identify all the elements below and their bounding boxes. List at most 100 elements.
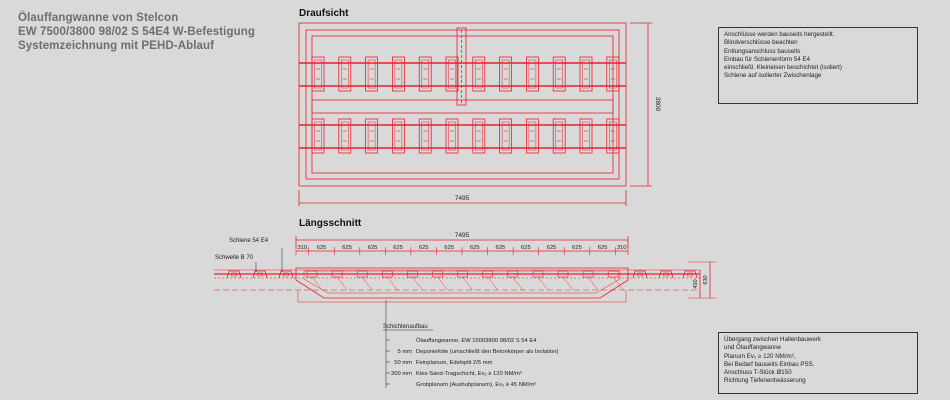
note-box-bottom: Übergang zwischen Hallenbauwerk und Ölau… — [718, 332, 918, 394]
label-rail: Schiene 54 E4 — [229, 238, 269, 244]
plan-basin — [311, 35, 614, 174]
plan-dim-height: 3800 — [654, 97, 661, 112]
layer-rows: Ölauffangwanne, EW 15003800 98/02 S 54 E… — [386, 337, 558, 388]
side-sleeper-fastener — [663, 272, 669, 277]
note-top-line: Anschlüsse werden bauseits hergestellt. — [724, 31, 835, 38]
plan-sleeper — [338, 56, 352, 92]
section-strut — [311, 276, 323, 291]
side-sleeper — [278, 270, 294, 279]
note-top-line: Einbau für Schienenform 54 E4 — [724, 55, 810, 63]
layer-heading: Schichtenaufbau — [383, 324, 428, 330]
segment-dim-label: 625 — [419, 245, 429, 251]
segment-dim-label: 625 — [317, 245, 327, 251]
segment-dim-label: 310 — [617, 245, 627, 251]
side-sleeper-fastener — [231, 272, 237, 277]
section-strut — [412, 276, 423, 291]
note-bottom-line: Richtung Tiefenentwässerung — [724, 377, 806, 385]
note-top-line: Schiene auf isolierter Zwischenlage — [724, 72, 822, 80]
plan-rim — [305, 29, 620, 180]
plan-sleeper — [391, 118, 405, 154]
side-sleeper-fastener — [637, 272, 643, 277]
dim-630: 630 — [703, 275, 709, 284]
layer-thickness: 300 mm — [391, 371, 412, 377]
section-view: 7495 310 625 625 625 625 625 625 625 625 625 625 62… — [214, 232, 716, 388]
note-top-line: Blindverschlüsse beachten — [724, 39, 798, 47]
side-sleeper — [252, 270, 268, 279]
title-line-2: EW 7500/3800 98/02 S 54E4 W-Befestigung — [18, 26, 255, 38]
layer-thickness: 50 mm — [394, 360, 412, 366]
section-strut — [587, 276, 599, 291]
plan-dim-width: 7495 — [455, 195, 470, 202]
plan-sleeper — [552, 56, 566, 92]
plan-sleeper — [311, 56, 325, 92]
side-sleeper-fastener — [283, 272, 289, 277]
section-strut — [387, 276, 398, 291]
note-bottom-line: Bei Bedarf bauseits Einbau PSS. — [724, 360, 815, 368]
segment-dim-label: 625 — [495, 245, 505, 251]
plan-view-heading: Draufsicht — [299, 8, 349, 19]
plan-sleeper — [338, 118, 352, 154]
basin-section-inner — [303, 270, 621, 294]
section-strut — [437, 276, 448, 291]
plan-sleeper — [445, 56, 459, 92]
plan-sleeper — [391, 56, 405, 92]
plan-sleeper — [472, 56, 486, 92]
segment-dim-label: 310 — [298, 245, 308, 251]
note-box-top: Anschlüsse werden bauseits hergestellt. … — [718, 27, 918, 104]
plan-sleeper — [606, 56, 620, 92]
plan-sleeper — [418, 118, 432, 154]
layer-description: Feinplanum, Edelsplit 2/5 mm — [416, 360, 493, 366]
basin-section-outline — [295, 267, 629, 299]
segment-dim-label: 625 — [598, 245, 608, 251]
segment-dim-label: 625 — [393, 245, 403, 251]
layer-description: Kies-Sand-Tragschicht, Ev₂ ≥ 120 NM/m² — [416, 371, 522, 377]
label-sleeper: Schwelle B 70 — [215, 255, 254, 261]
title-line-3: Systemzeichnung mit PEHD-Ablauf — [18, 40, 215, 52]
plan-sleepers-bottom — [311, 118, 620, 154]
layer-legend: Schichtenaufbau Ölauffangwanne, EW 15003… — [383, 324, 558, 388]
plan-sleepers-top — [311, 56, 620, 92]
segment-dim-label: 625 — [470, 245, 480, 251]
segment-dim-label: 625 — [547, 245, 557, 251]
plan-outer-frame — [298, 22, 627, 187]
side-sleeper — [658, 270, 674, 279]
plan-sleeper — [311, 118, 325, 154]
section-strut — [512, 276, 523, 291]
section-sleepers — [306, 270, 624, 291]
plan-sleeper — [445, 118, 459, 154]
plan-sleeper — [365, 118, 379, 154]
section-strut — [362, 276, 373, 291]
section-strut — [336, 276, 348, 291]
section-strut — [537, 276, 549, 291]
plan-sleeper — [526, 118, 539, 154]
section-strut — [562, 276, 574, 291]
note-bottom-line: Übergang zwischen Hallenbauwerk — [724, 336, 821, 343]
note-bottom-line: Anschluss T-Stück Ø150 — [724, 369, 792, 377]
side-sleeper — [682, 270, 698, 279]
segment-dim-label: 625 — [521, 245, 531, 251]
plan-drain-pipe — [456, 27, 467, 106]
side-sleeper-fastener — [687, 272, 693, 277]
dim-450: 450 — [693, 279, 699, 288]
plan-sleeper — [552, 118, 566, 154]
side-sleeper-fastener — [257, 272, 263, 277]
note-top-line: Entlungsanschluss bauseits — [724, 47, 801, 55]
segment-dim-label: 625 — [368, 245, 378, 251]
note-bottom-line: und Ölauffangwanne — [724, 344, 781, 352]
plan-sleeper — [472, 118, 486, 154]
note-top-line: einschließl. Kleineisen beschichtet (iso… — [724, 64, 842, 72]
plan-sleeper — [526, 56, 539, 92]
segment-dim-label: 625 — [444, 245, 454, 251]
side-sleeper — [226, 270, 242, 279]
section-view-heading: Längsschnitt — [299, 218, 362, 229]
section-dim-total: 7495 — [455, 232, 470, 239]
section-strut — [487, 276, 498, 291]
layer-description: Deponiefolie (umschließt den Betonkörper… — [416, 349, 558, 355]
section-strut — [613, 276, 624, 291]
plan-center-channel — [311, 99, 614, 114]
segment-dim-label: 625 — [572, 245, 582, 251]
plan-view: 7495 3800 — [298, 22, 661, 206]
